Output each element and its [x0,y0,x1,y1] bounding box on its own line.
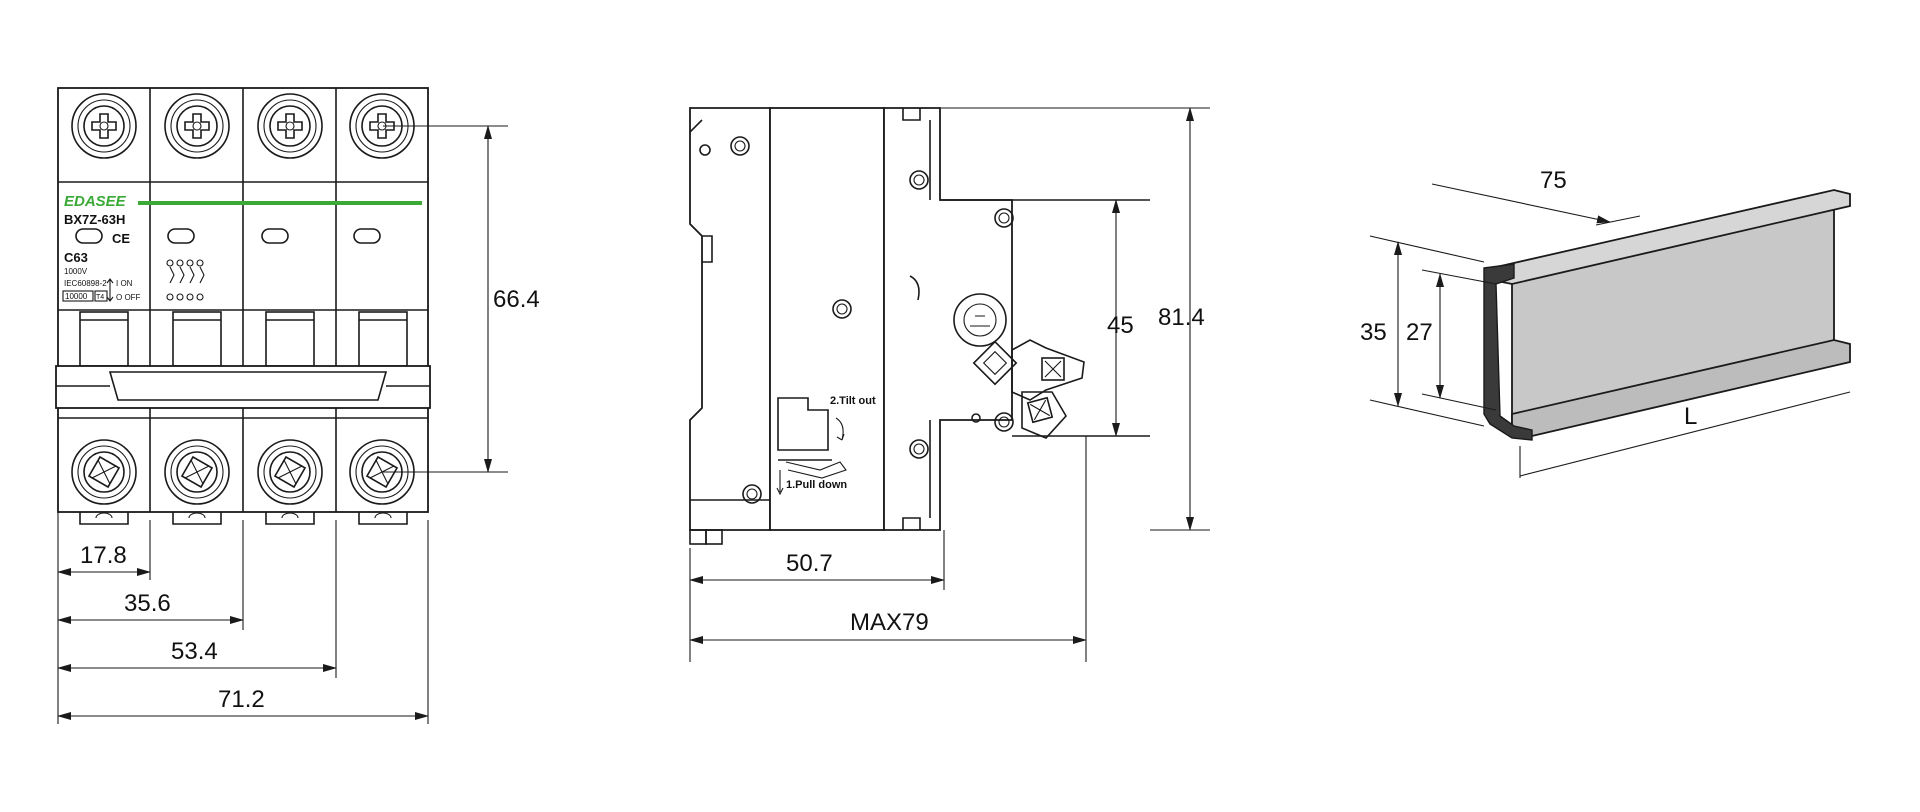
model-number: BX7Z-63H [64,212,125,227]
indicator-window [353,228,381,244]
indicator-window [261,228,289,244]
terminal-screw-icon [257,93,323,159]
terminal-screw-icon [164,439,230,505]
terminal-screw-icon [71,439,137,505]
indicator-window [75,228,103,244]
capacity-class: T4 [96,294,104,301]
dim-depth: 50.7 [786,550,833,577]
ce-mark: CE [112,231,130,246]
dim-max-depth: MAX79 [850,609,929,636]
top-terminals [71,93,415,159]
dim-height: 66.4 [493,286,540,313]
wiring-diagram-icon [166,259,205,301]
terminal-screw-icon [164,93,230,159]
dim-pole-4: 71.2 [218,686,265,713]
voltage-rating: 1000V [64,267,88,276]
dim-total-height: 81.4 [1158,304,1205,331]
din-clips [79,512,408,525]
standard-label: IEC60898-2 [64,279,107,288]
removal-instruction-icon: 2.Tilt out 1.Pull down [776,395,876,496]
indicator-window [167,228,195,244]
dim-rail-width: 75 [1540,167,1567,194]
off-label: O OFF [116,293,141,302]
dim-pole-3: 53.4 [171,638,218,665]
dim-pole-2: 35.6 [124,590,171,617]
on-label: I ON [116,279,133,288]
handle-bar [55,365,431,409]
step-pull-label: 1.Pull down [786,479,847,491]
bottom-terminals [71,439,415,505]
brand-logo: EDASEE [64,193,127,210]
front-view: EDASEE BX7Z-63H CE C63 1000V IEC60898-2 … [55,87,540,724]
dim-pole-1: 17.8 [80,542,127,569]
terminal-screw-icon [257,439,323,505]
step-tilt-label: 2.Tilt out [830,395,876,407]
dim-rail-height-outer: 35 [1360,319,1387,346]
breaking-capacity: 10000 [65,292,88,301]
dim-rail-height: 45 [1107,312,1134,339]
din-rail-drawing: 75 35 27 L [1360,167,1851,478]
rail-end-profile [1483,263,1533,441]
terminal-screw-icon [71,93,137,159]
current-rating: C63 [64,250,88,265]
side-view: 2.Tilt out 1.Pull down 45 81.4 50.7 MAX7… [689,107,1210,662]
dim-rail-length: L [1684,403,1697,430]
dim-rail-height-inner: 27 [1406,319,1433,346]
